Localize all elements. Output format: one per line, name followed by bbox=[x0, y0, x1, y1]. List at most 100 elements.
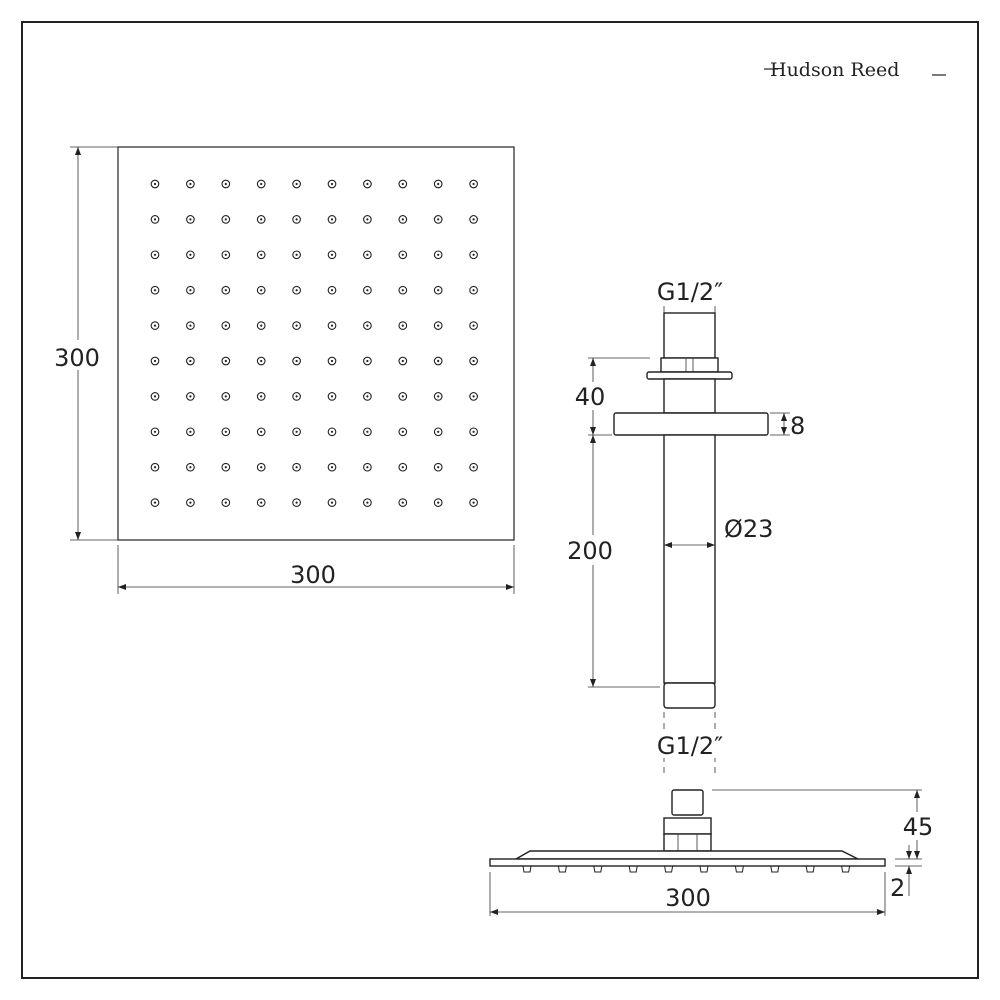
nozzle bbox=[292, 321, 301, 330]
nozzle-center bbox=[224, 430, 227, 433]
nozzle bbox=[398, 215, 408, 224]
nozzle-center bbox=[330, 218, 334, 221]
nozzle bbox=[469, 321, 478, 330]
nozzle bbox=[186, 392, 195, 401]
nozzle bbox=[327, 250, 337, 260]
nozzle bbox=[469, 427, 478, 437]
nozzle bbox=[292, 356, 301, 366]
nozzle-center bbox=[153, 253, 157, 256]
nozzle-grid bbox=[150, 179, 478, 507]
nozzle bbox=[186, 215, 195, 224]
nozzle bbox=[150, 215, 160, 224]
nozzle-center bbox=[401, 324, 404, 327]
nozzle-center bbox=[189, 466, 192, 469]
nozzle bbox=[256, 427, 266, 437]
nozzle-center bbox=[401, 466, 404, 469]
nozzle bbox=[186, 427, 195, 437]
nozzle bbox=[292, 498, 301, 507]
nozzle-center bbox=[295, 466, 298, 469]
flange-thickness-label: 8 bbox=[790, 412, 805, 440]
nozzle-center bbox=[366, 501, 369, 504]
nozzle bbox=[327, 285, 337, 295]
nozzle bbox=[256, 462, 266, 472]
nozzle bbox=[433, 462, 443, 472]
nozzle bbox=[433, 215, 443, 224]
nozzle bbox=[469, 250, 478, 260]
side-nozzle bbox=[699, 865, 709, 873]
nozzle bbox=[327, 498, 337, 507]
brand-logo: Hudson Reed bbox=[764, 59, 946, 81]
side-nozzle bbox=[805, 865, 815, 873]
top-thread bbox=[663, 312, 716, 359]
nozzle bbox=[292, 285, 301, 295]
nozzle-center bbox=[330, 182, 334, 186]
nozzle-center bbox=[260, 501, 263, 504]
side-nozzle bbox=[557, 865, 567, 873]
nozzle bbox=[327, 321, 337, 330]
nozzle bbox=[150, 179, 160, 189]
nozzle-center bbox=[472, 218, 475, 221]
nozzle-center bbox=[437, 218, 440, 221]
nozzle-center bbox=[189, 324, 192, 327]
nozzle-center bbox=[260, 289, 263, 292]
nozzle-center bbox=[437, 466, 440, 469]
nozzle-center bbox=[401, 182, 404, 186]
nozzle-center bbox=[330, 395, 334, 398]
nozzle-center bbox=[153, 501, 157, 504]
nozzle bbox=[292, 462, 301, 472]
nozzle-center bbox=[295, 182, 298, 186]
nozzle-center bbox=[366, 253, 369, 256]
nozzle-center bbox=[260, 218, 263, 221]
nozzle bbox=[292, 215, 301, 224]
nozzle bbox=[363, 215, 372, 224]
nozzle-center bbox=[472, 359, 475, 363]
nozzle-center bbox=[330, 253, 334, 256]
nozzle-center bbox=[153, 466, 157, 469]
nozzle bbox=[469, 285, 478, 295]
nozzle-center bbox=[189, 289, 192, 292]
nozzle-center bbox=[437, 289, 440, 292]
nozzle-center bbox=[401, 359, 404, 363]
side-width-label: 300 bbox=[665, 884, 711, 912]
nozzle bbox=[363, 427, 372, 437]
nozzle-center bbox=[224, 182, 227, 186]
diameter-label: Ø23 bbox=[724, 515, 773, 543]
nozzle-center bbox=[153, 359, 157, 363]
nozzle bbox=[221, 392, 231, 401]
nozzle bbox=[363, 179, 372, 189]
nozzle bbox=[398, 427, 408, 437]
nozzle-center bbox=[153, 289, 157, 292]
nozzle bbox=[256, 392, 266, 401]
washer bbox=[646, 371, 733, 380]
nozzle-center bbox=[295, 289, 298, 292]
nozzle-center bbox=[472, 395, 475, 398]
nozzle bbox=[327, 392, 337, 401]
nozzle bbox=[150, 321, 160, 330]
nozzle bbox=[398, 179, 408, 189]
top-view: 300 300 bbox=[50, 146, 515, 594]
nut bbox=[660, 357, 719, 373]
side-nozzle bbox=[770, 865, 780, 873]
nozzle-center bbox=[295, 359, 298, 363]
bottom-nut bbox=[663, 682, 716, 709]
top-thread-label: G1/2″ bbox=[657, 278, 723, 306]
nozzle-center bbox=[224, 359, 227, 363]
nozzle-center bbox=[260, 324, 263, 327]
nozzle-center bbox=[401, 501, 404, 504]
nozzle bbox=[363, 498, 372, 507]
nozzle bbox=[292, 427, 301, 437]
nozzle bbox=[327, 179, 337, 189]
nozzle-center bbox=[472, 430, 475, 433]
height-dimension-label: 300 bbox=[54, 344, 100, 372]
nozzle-center bbox=[260, 359, 263, 363]
nozzle bbox=[327, 427, 337, 437]
nozzle-center bbox=[224, 466, 227, 469]
side-view: 45 2 300 bbox=[489, 789, 942, 916]
side-nozzle bbox=[841, 865, 851, 873]
nozzle bbox=[363, 250, 372, 260]
nozzle-center bbox=[224, 218, 227, 221]
nozzle-center bbox=[401, 218, 404, 221]
nozzle bbox=[221, 250, 231, 260]
nozzle bbox=[221, 427, 231, 437]
nozzle bbox=[256, 321, 266, 330]
